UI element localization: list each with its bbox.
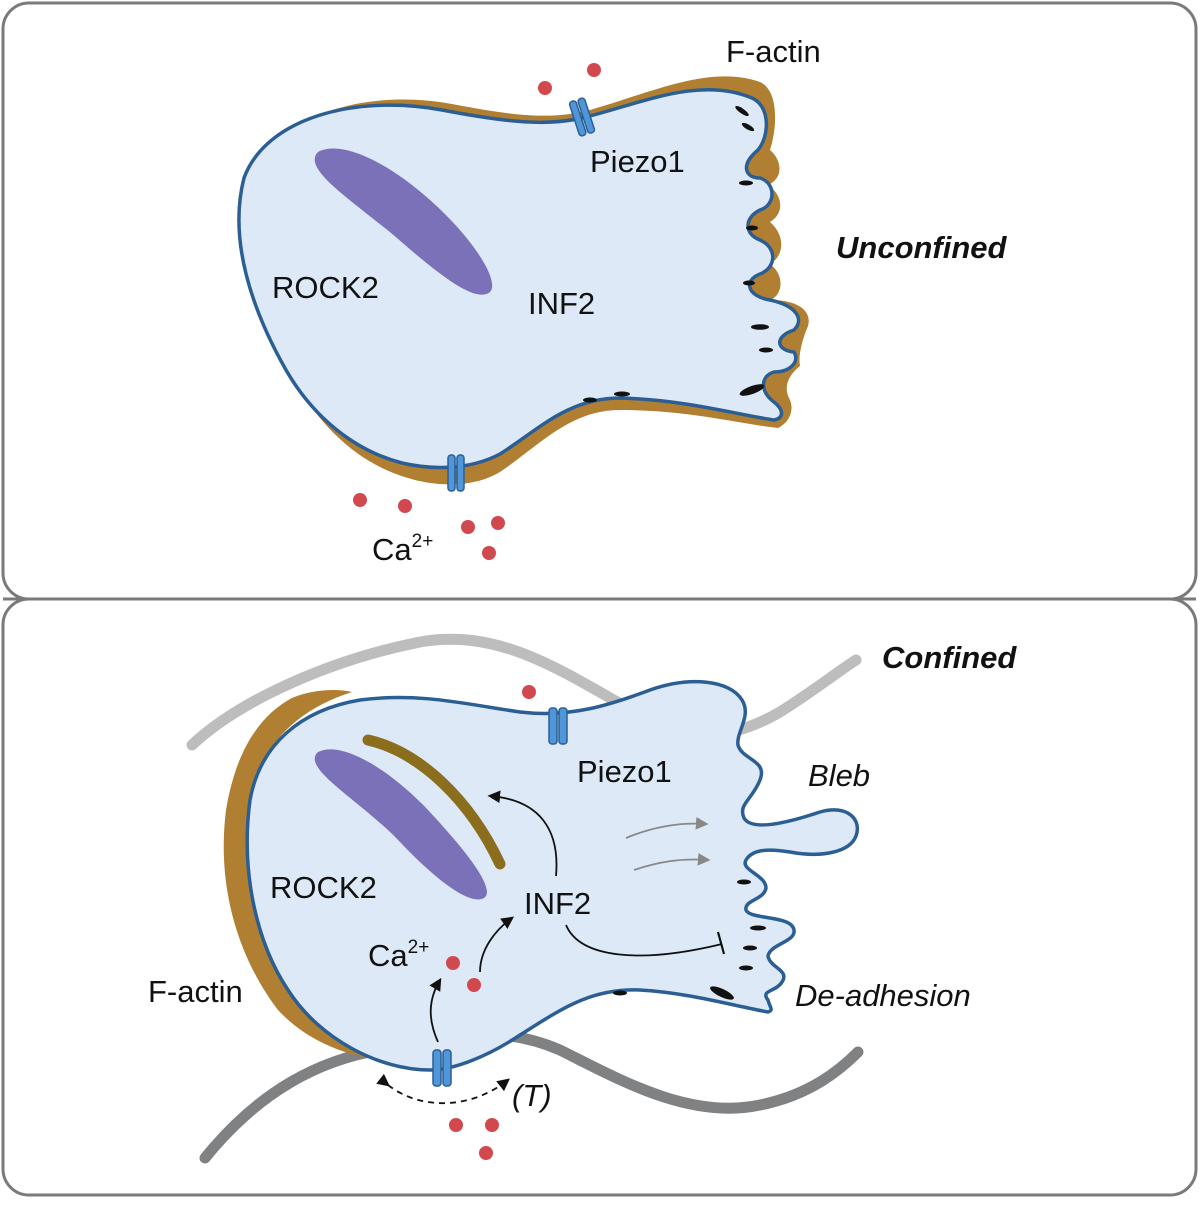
focal-adhesion-icon xyxy=(710,986,734,1000)
nucleus-top xyxy=(314,148,493,295)
focal-adhesion-icon xyxy=(750,925,766,931)
calcium-ion-icon xyxy=(587,63,601,77)
calcium-ion-icon xyxy=(479,1146,493,1160)
focal-adhesion-icon xyxy=(739,965,753,971)
calcium-ion-icon xyxy=(353,493,367,507)
calcium-ion-icon xyxy=(485,1118,499,1132)
calcium-ion-icon xyxy=(538,81,552,95)
arrow-inf2-to-actin-band xyxy=(487,790,558,877)
factin-label-bottom: F-actin xyxy=(148,974,243,1009)
focal-adhesion-icon xyxy=(583,397,597,403)
piezo1-channel-icon xyxy=(568,97,596,137)
actin-cortex-bottom xyxy=(223,690,412,1063)
inf2-label-bottom: INF2 xyxy=(524,886,591,921)
calcium-ion-icon xyxy=(449,1118,463,1132)
factin-label-top: F-actin xyxy=(726,34,821,69)
calcium-ion-icon xyxy=(482,546,496,560)
calcium-label-top: Ca2+ xyxy=(372,531,433,567)
calcium-ion-icon xyxy=(522,685,536,699)
confined-panel: Confined Piezo1 Bleb ROCK2 INF2 Ca2+ F-a… xyxy=(1,597,1198,1197)
tension-label: (T) xyxy=(512,1078,552,1113)
nucleus-bottom xyxy=(314,749,487,900)
piezo1-label-top: Piezo1 xyxy=(590,144,685,179)
arrow-bleb-force-2 xyxy=(633,852,711,871)
calcium-ion-icon xyxy=(491,516,505,530)
inhibition-inf2-to-adhesion xyxy=(565,924,723,957)
focal-adhesions-top xyxy=(583,105,773,403)
focal-adhesion-icon xyxy=(759,347,773,353)
focal-adhesions-bottom xyxy=(613,879,766,1000)
deadhesion-label: De-adhesion xyxy=(795,978,971,1013)
piezo1-channel-icon xyxy=(548,707,568,745)
calcium-ion-icon xyxy=(398,499,412,513)
calcium-ion-icon xyxy=(461,520,475,534)
focal-adhesion-icon xyxy=(735,105,749,117)
focal-adhesion-icon xyxy=(743,280,755,286)
arrow-bleb-force-1 xyxy=(625,817,709,839)
inhibition-bar xyxy=(716,931,726,955)
inf2-label-top: INF2 xyxy=(528,286,595,321)
arrow-channel-to-calcium xyxy=(429,977,442,1043)
rock2-label-bottom: ROCK2 xyxy=(270,870,377,905)
calcium-ion-icon xyxy=(467,978,481,992)
focal-adhesion-icon xyxy=(746,225,758,231)
condition-label-top: Unconfined xyxy=(836,230,1008,265)
perinuclear-actin-band xyxy=(362,734,506,870)
calcium-ions-top xyxy=(353,63,601,560)
focal-adhesion-icon xyxy=(737,879,751,885)
condition-label-bottom: Confined xyxy=(882,640,1017,675)
confinement-wall-top xyxy=(186,633,862,751)
arrow-calcium-to-inf2 xyxy=(479,916,515,973)
calcium-ions-bottom xyxy=(446,685,536,1160)
bleb-label: Bleb xyxy=(808,758,870,793)
rock2-label-top: ROCK2 xyxy=(272,270,379,305)
piezo1-label-bottom: Piezo1 xyxy=(577,754,672,789)
calcium-label-bottom: Ca2+ xyxy=(368,937,429,973)
unconfined-panel: F-actin Piezo1 Unconfined ROCK2 INF2 Ca2… xyxy=(1,1,1198,601)
focal-adhesion-icon xyxy=(743,945,757,951)
calcium-ion-icon xyxy=(446,956,460,970)
focal-adhesion-icon xyxy=(751,324,769,330)
focal-adhesion-icon xyxy=(614,391,630,397)
focal-adhesion-icon xyxy=(741,122,755,132)
focal-adhesion-icon xyxy=(613,990,627,996)
focal-adhesion-icon xyxy=(739,384,765,396)
tension-arrow xyxy=(376,1073,510,1105)
piezo1-channel-icon xyxy=(447,454,465,492)
confinement-wall-bottom xyxy=(199,1028,864,1164)
signaling-arrows xyxy=(376,790,726,1105)
focal-adhesion-icon xyxy=(739,180,753,186)
cell-body-bottom xyxy=(245,680,860,1072)
